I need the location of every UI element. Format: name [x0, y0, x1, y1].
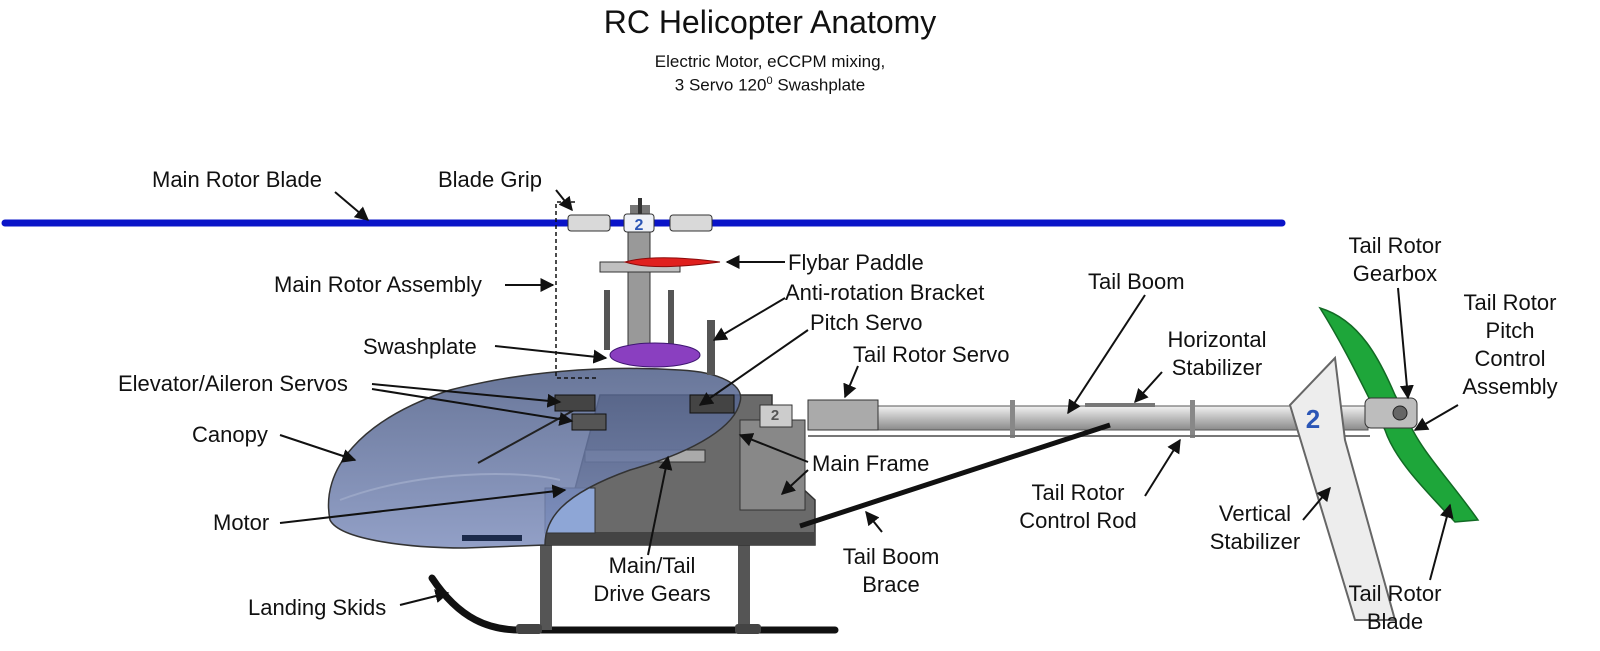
label-horizontal-stabilizer-line2: Stabilizer: [1171, 355, 1263, 380]
leader-arrows: [279, 189, 1459, 606]
head-number-decal: 2: [635, 217, 644, 234]
label-control-rod-line2: Control Rod: [1019, 508, 1137, 533]
label-main-frame: Main Frame: [812, 451, 930, 476]
label-horizontal-stabilizer-line1: Horizontal: [1167, 327, 1267, 352]
label-main-rotor-assembly: Main Rotor Assembly: [274, 272, 482, 297]
label-tail-boom-brace: Tail Boom Brace: [821, 543, 961, 599]
diagram-subtitle-line2: 3 Servo 1200 Swashplate: [0, 75, 1540, 96]
label-canopy: Canopy: [192, 422, 268, 447]
flybar-paddle: [623, 257, 721, 268]
label-landing-skids: Landing Skids: [248, 595, 387, 620]
elevator-servo-1: [554, 394, 596, 412]
label-tail-rotor-gearbox: Tail Rotor Gearbox: [1325, 232, 1465, 288]
label-flybar-paddle: Flybar Paddle: [788, 250, 924, 275]
label-main-rotor-blade: Main Rotor Blade: [152, 167, 322, 192]
tail-rotor-servo: [807, 399, 879, 431]
swashplate: [609, 342, 701, 368]
subtitle-degree: 0: [766, 75, 773, 87]
tail-rotor-gearbox: [1364, 397, 1418, 429]
label-horizontal-stabilizer: Horizontal Stabilizer: [1147, 326, 1287, 382]
blade-grip-right: [669, 214, 713, 232]
label-blade-grip: Blade Grip: [438, 167, 542, 192]
label-tail-boom-brace-line2: Brace: [862, 572, 920, 597]
canopy: [327, 367, 742, 549]
label-elevator-aileron-servos: Elevator/Aileron Servos: [118, 371, 348, 396]
label-tail-boom-brace-line1: Tail Boom: [842, 544, 940, 569]
label-anti-rotation-bracket: Anti-rotation Bracket: [785, 280, 985, 305]
label-tail-gearbox-line2: Gearbox: [1352, 261, 1438, 286]
anti-rotation-bracket: [707, 320, 715, 375]
label-pitch-control-line3: Control: [1474, 346, 1546, 371]
rotor-hub: [623, 213, 655, 233]
label-motor: Motor: [213, 510, 270, 535]
label-drive-gears-line1: Main/Tail: [608, 553, 696, 578]
vertical-stabilizer: [1288, 355, 1397, 621]
subtitle-suffix: Swashplate: [772, 75, 866, 95]
frame-number-decal: 2: [771, 407, 779, 424]
diagram-title: RC Helicopter Anatomy: [603, 4, 937, 40]
label-drive-gears-line2: Drive Gears: [593, 581, 711, 606]
label-tail-rotor-servo: Tail Rotor Servo: [853, 342, 1010, 367]
label-vertical-stabilizer-line2: Stabilizer: [1209, 529, 1301, 554]
horizontal-stabilizer: [1085, 403, 1155, 407]
label-pitch-control-line2: Pitch: [1485, 318, 1535, 343]
label-tail-gearbox-line1: Tail Rotor: [1348, 233, 1442, 258]
label-tail-boom: Tail Boom: [1088, 269, 1185, 294]
label-tail-rotor-blade: Tail Rotor Blade: [1325, 580, 1465, 636]
label-pitch-control-line4: Assembly: [1462, 374, 1558, 399]
label-pitch-servo: Pitch Servo: [810, 310, 923, 335]
label-control-rod-line1: Tail Rotor: [1031, 480, 1125, 505]
diagram-subtitle-line1: Electric Motor, eCCPM mixing,: [654, 52, 886, 71]
elevator-servo-2: [571, 413, 607, 431]
blade-grip-left: [567, 214, 611, 232]
fin-number-decal: 2: [1306, 404, 1320, 434]
label-vertical-stabilizer-line1: Vertical: [1218, 501, 1292, 526]
label-swashplate: Swashplate: [363, 334, 477, 359]
label-drive-gears: Main/Tail Drive Gears: [582, 552, 722, 608]
label-tail-blade-line1: Tail Rotor: [1348, 581, 1442, 606]
tail-boom: [799, 399, 1370, 529]
label-tail-rotor-control-rod: Tail Rotor Control Rod: [1003, 479, 1153, 535]
label-vertical-stabilizer: Vertical Stabilizer: [1190, 500, 1320, 556]
subtitle-prefix: 3 Servo 120: [674, 75, 767, 95]
label-pitch-control-line1: Tail Rotor: [1463, 290, 1557, 315]
label-tail-blade-line2: Blade: [1366, 609, 1424, 634]
tail-boom-brace: [799, 422, 1111, 529]
label-tail-rotor-pitch-control-assembly: Tail Rotor Pitch Control Assembly: [1440, 289, 1580, 401]
